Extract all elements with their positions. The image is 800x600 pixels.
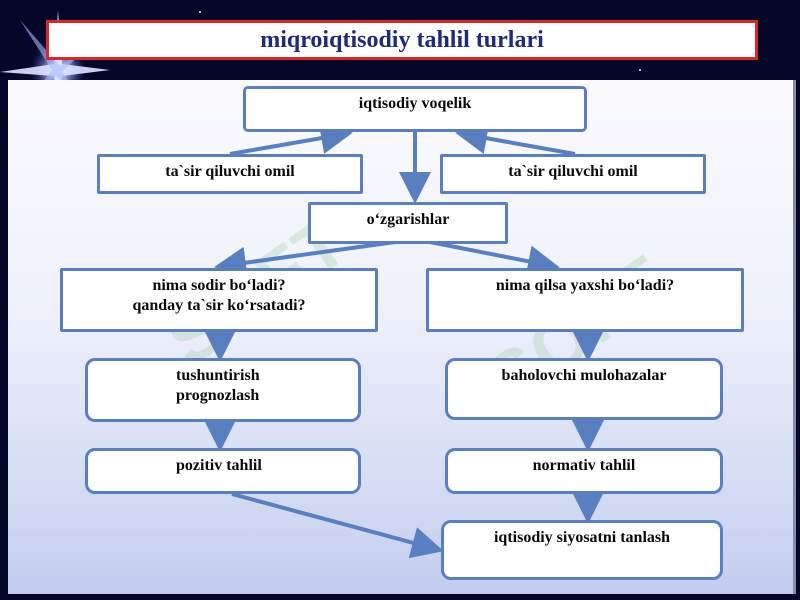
arrow-right-factor-to-phenomenon <box>455 122 576 156</box>
node-label-line-1: nima sodir bo‘ladi? <box>152 277 286 294</box>
node-influencing-factor-left: ta`sir qiluvchi omil <box>97 154 363 194</box>
arrow-changes-to-right-question <box>429 240 560 278</box>
node-explain-forecast: tushuntirish prognozlash <box>85 358 361 422</box>
node-label: pozitiv tahlil <box>176 457 262 474</box>
node-label: iqtisodiy siyosatni tanlash <box>493 529 671 546</box>
arrow-changes-to-left-question <box>214 240 396 279</box>
node-label: ta`sir qiluvchi omil <box>165 163 295 180</box>
node-label-line-2: qanday ta`sir ko‘rsatadi? <box>132 297 306 314</box>
node-question-right: nima qilsa yaxshi bo‘ladi? <box>426 268 744 332</box>
node-changes: o‘zgarishlar <box>308 202 508 244</box>
node-label-line-2: prognozlash <box>176 387 260 404</box>
node-label: ta`sir qiluvchi omil <box>508 163 638 180</box>
node-label: nima qilsa yaxshi bo‘ladi? <box>495 277 675 294</box>
node-label: baholovchi mulohazalar <box>501 367 667 384</box>
node-economic-phenomenon: iqtisodiy voqelik <box>243 86 587 132</box>
arrow-left-factor-to-phenomenon <box>229 122 353 156</box>
node-evaluative-judgements: baholovchi mulohazalar <box>445 358 723 420</box>
page-title: miqroiqtisodiy tahlil turlari <box>260 26 544 53</box>
node-label: o‘zgarishlar <box>366 211 450 228</box>
node-question-left: nima sodir bo‘ladi? qanday ta`sir ko‘rsa… <box>60 268 378 332</box>
title-banner: miqroiqtisodiy tahlil turlari <box>46 20 758 60</box>
node-normative-analysis: normativ tahlil <box>445 448 723 494</box>
node-label-line-1: tushuntirish <box>176 367 260 384</box>
arrow-positive-to-policy <box>231 492 444 559</box>
node-label: normativ tahlil <box>532 457 636 474</box>
node-positive-analysis: pozitiv tahlil <box>85 448 361 494</box>
node-influencing-factor-right: ta`sir qiluvchi omil <box>440 154 706 194</box>
node-label: iqtisodiy voqelik <box>358 95 472 112</box>
node-policy-choice: iqtisodiy siyosatni tanlash <box>441 520 723 580</box>
